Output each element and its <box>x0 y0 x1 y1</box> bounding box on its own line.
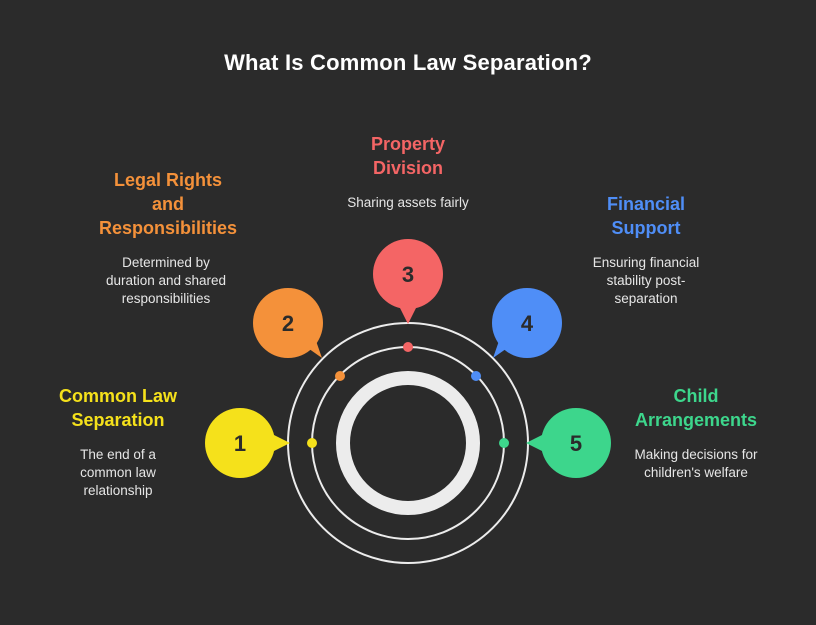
marker-dot-2 <box>335 371 345 381</box>
badge-3: 3 <box>373 239 443 324</box>
marker-dot-4 <box>471 371 481 381</box>
marker-dot-3 <box>403 342 413 352</box>
outer-ring <box>287 322 529 564</box>
badge-4: 4 <box>492 288 562 358</box>
item-1-description: The end of a common law relationship <box>80 447 156 498</box>
item-4-description: Ensuring financial stability post- separ… <box>592 255 700 306</box>
diagram-title: What Is Common Law Separation? <box>224 50 592 75</box>
svg-text:1: 1 <box>234 431 246 456</box>
svg-text:3: 3 <box>402 262 414 287</box>
item-1-title: Common Law Separation <box>58 386 177 430</box>
item-5-title: Child Arrangements <box>634 386 758 430</box>
item-4-title: Financial Support <box>606 194 686 238</box>
marker-dot-1 <box>307 438 317 448</box>
svg-text:5: 5 <box>570 431 582 456</box>
badge-2: 2 <box>253 288 323 358</box>
item-2-description: Determined by duration and shared respon… <box>105 255 227 306</box>
badge-5: 5 <box>526 408 611 478</box>
svg-text:4: 4 <box>521 311 534 336</box>
item-2-title: Legal Rights and Responsibilities <box>98 170 238 238</box>
svg-text:2: 2 <box>282 311 294 336</box>
item-5-description: Making decisions for children's welfare <box>634 447 758 480</box>
badge-1: 1 <box>205 408 290 478</box>
marker-dot-5 <box>499 438 509 448</box>
item-3-title: Property Division <box>370 134 446 178</box>
item-3-description: Sharing assets fairly <box>347 195 469 210</box>
inner-ring <box>336 371 480 515</box>
